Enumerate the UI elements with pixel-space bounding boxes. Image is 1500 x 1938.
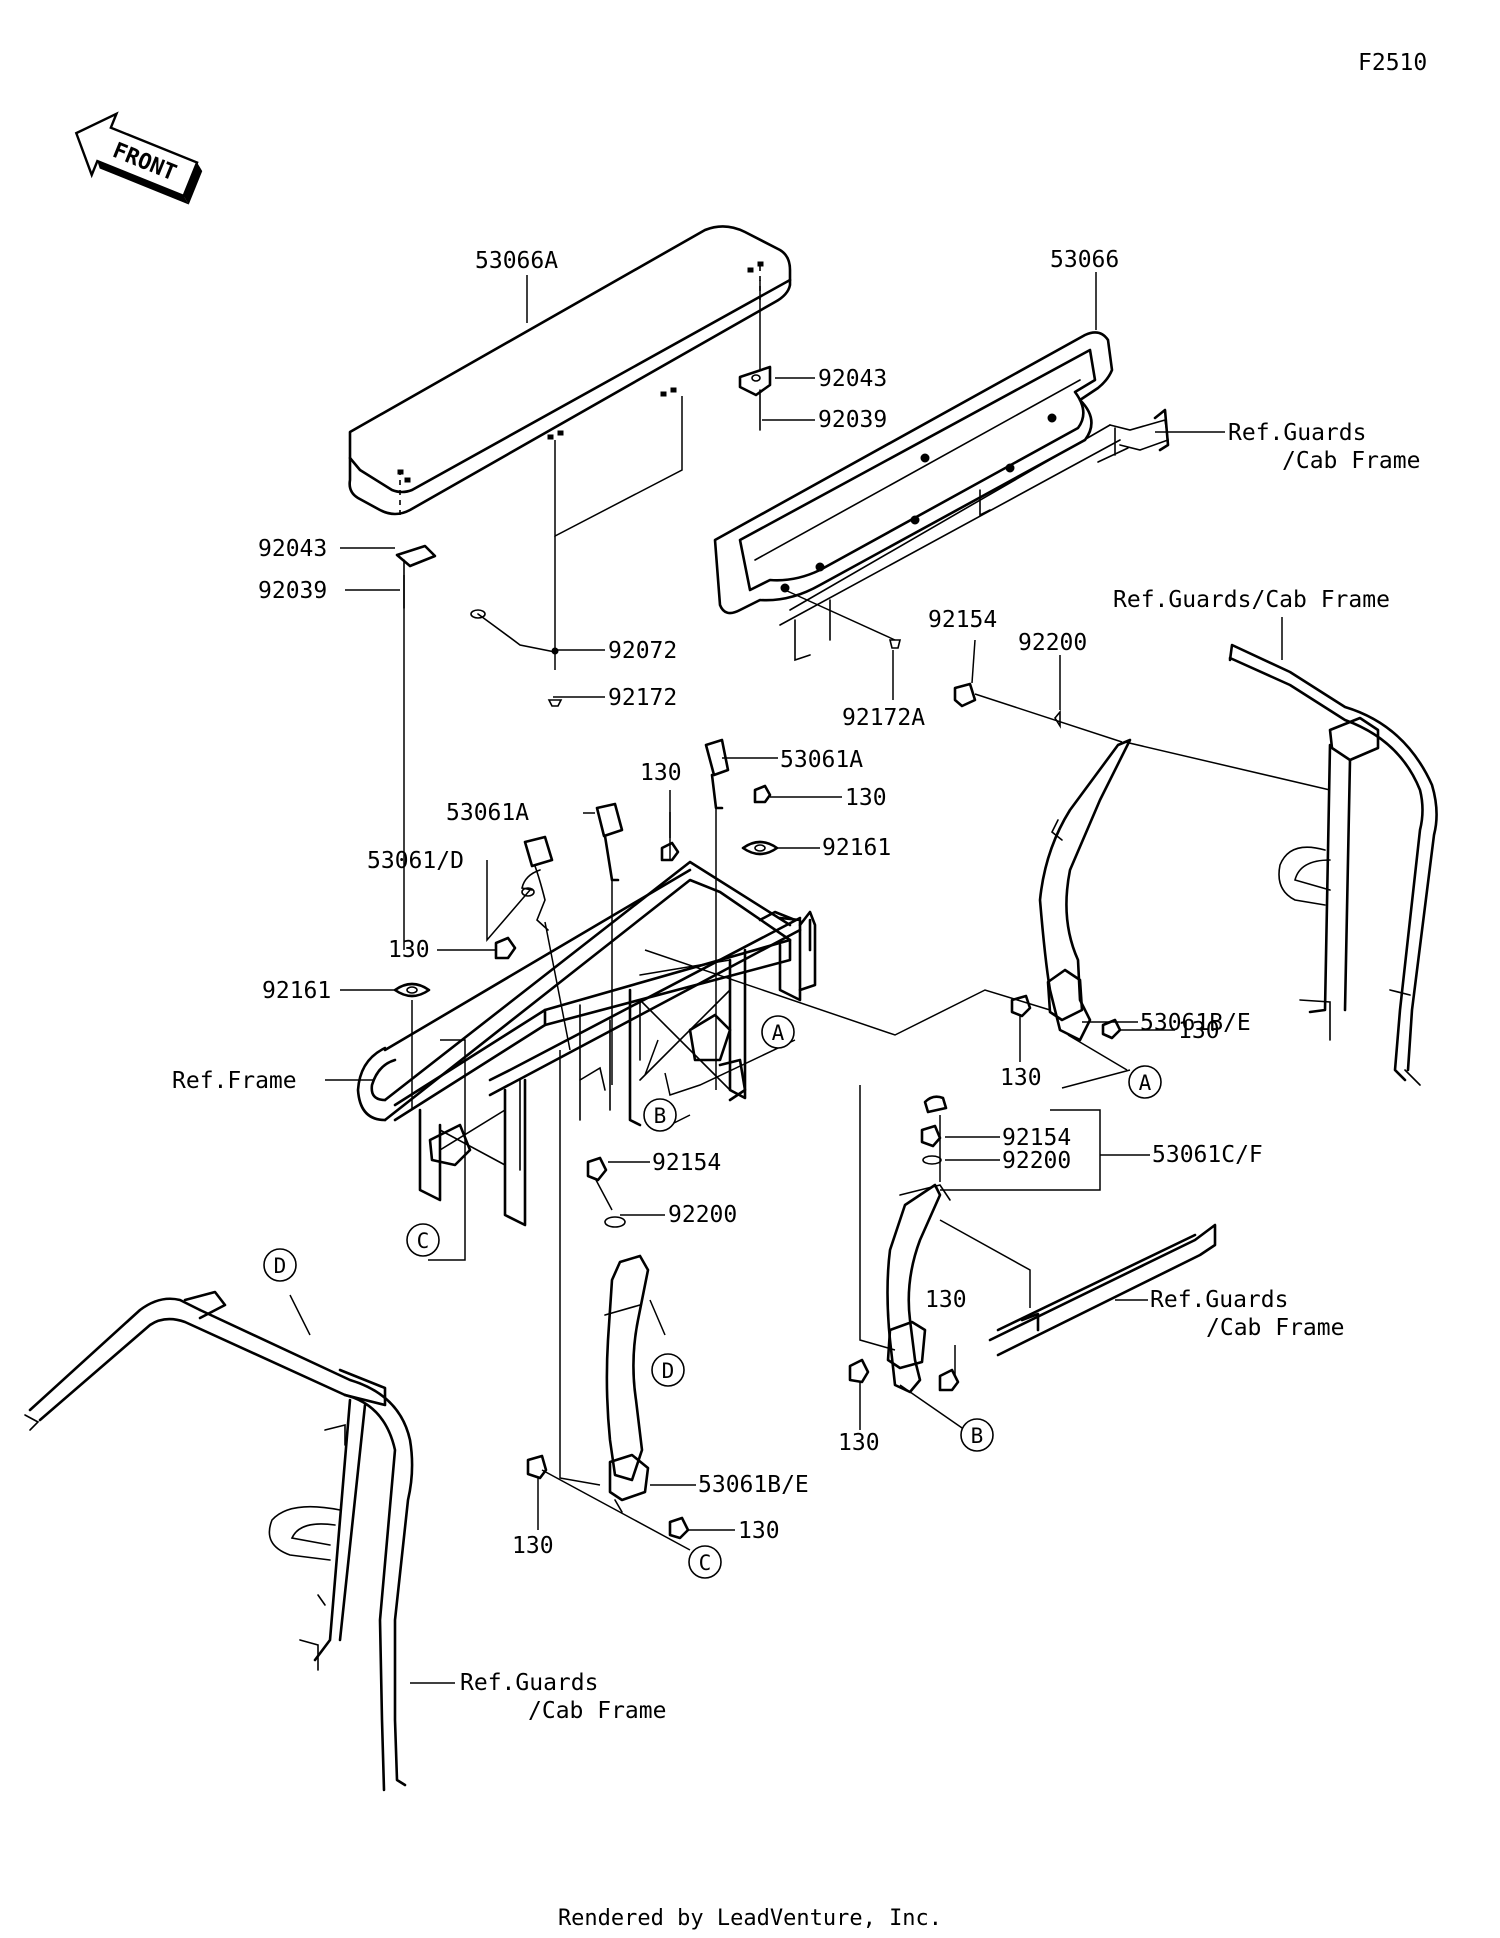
label-92154-low: 92154 <box>652 1150 721 1176</box>
label-53061d: 53061/D <box>367 848 464 874</box>
main-frame <box>356 860 817 1227</box>
label-92161-left: 92161 <box>262 978 331 1004</box>
label-130-belt-right-a: 130 <box>1000 1065 1042 1091</box>
label-53061a-left: 53061A <box>446 800 529 826</box>
seat-belt-53061be-right <box>1038 738 1132 1042</box>
footer-credit: Rendered by LeadVenture, Inc. <box>558 1906 942 1931</box>
callout-c-left: C <box>406 1223 440 1257</box>
label-92039-left: 92039 <box>258 578 327 604</box>
label-130-belt-right-b: 130 <box>1178 1018 1220 1044</box>
figure-code: F2510 <box>1358 50 1427 76</box>
ref-guards-top-right-2: /Cab Frame <box>1282 448 1420 474</box>
ref-guards-center-2: /Cab Frame <box>1206 1315 1344 1341</box>
ref-frame: Ref.Frame <box>172 1068 297 1094</box>
guard-frame-top-right <box>1228 643 1438 1086</box>
buckle-53061a-top <box>704 738 730 810</box>
label-92172a: 92172A <box>842 705 925 731</box>
ref-guards-bottom-2: /Cab Frame <box>528 1698 666 1724</box>
label-92039-top: 92039 <box>818 407 887 433</box>
bolt-130-low <box>526 1454 690 1540</box>
label-53061be-right: 53061B/E <box>1140 1010 1251 1036</box>
svg-text:B: B <box>654 1104 667 1128</box>
callout-b-lower: B <box>960 1418 994 1452</box>
callout-c-lower: C <box>688 1545 722 1579</box>
callout-d-left: D <box>263 1248 297 1282</box>
label-92072: 92072 <box>608 638 677 664</box>
label-130-center-b: 130 <box>925 1287 967 1313</box>
svg-text:D: D <box>274 1254 287 1278</box>
ref-guards-right: Ref.Guards/Cab Frame <box>1113 587 1390 613</box>
label-130-top-right: 130 <box>845 785 887 811</box>
cap-92161-right <box>741 840 779 856</box>
buckle-53061a-left <box>595 802 624 882</box>
ref-guards-bottom-1: Ref.Guards <box>460 1670 598 1696</box>
label-130-low-b: 130 <box>738 1518 780 1544</box>
callout-a-upper: A <box>761 1015 795 1049</box>
seat-back-53066 <box>713 331 1170 662</box>
label-92154-top: 92154 <box>928 607 997 633</box>
bolt-92154-mid <box>920 1095 948 1165</box>
label-92154-mid: 92154 <box>1002 1125 1071 1151</box>
svg-text:D: D <box>662 1359 675 1383</box>
label-53061be-low: 53061B/E <box>698 1472 809 1498</box>
label-130-low-a: 130 <box>512 1533 554 1559</box>
label-53061cf: 53061C/F <box>1152 1142 1263 1168</box>
seat-belt-53061be-low <box>604 1254 650 1513</box>
seat-cushion-53066a <box>348 225 792 520</box>
guard-frame-bottom-left <box>24 1290 414 1792</box>
label-53066: 53066 <box>1050 247 1119 273</box>
cap-92161-left <box>393 982 431 998</box>
label-92200-mid: 92200 <box>1002 1148 1071 1174</box>
ref-guards-top-right-1: Ref.Guards <box>1228 420 1366 446</box>
ref-guards-center-1: Ref.Guards <box>1150 1287 1288 1313</box>
bolt-92154-top <box>953 682 977 708</box>
label-92172: 92172 <box>608 685 677 711</box>
label-130-top-left: 130 <box>640 760 682 786</box>
buckle-53061d <box>521 835 554 931</box>
svg-text:A: A <box>772 1021 785 1045</box>
callout-a-right: A <box>1128 1065 1162 1099</box>
callout-b-upper: B <box>643 1098 677 1132</box>
guard-rail-center <box>988 1223 1217 1357</box>
bolt-130-belt-right <box>1010 994 1122 1040</box>
label-92043-top: 92043 <box>818 366 887 392</box>
svg-text:B: B <box>971 1424 984 1448</box>
callout-d-belt: D <box>651 1353 685 1387</box>
label-92200-low: 92200 <box>668 1202 737 1228</box>
bolt-130-center <box>848 1358 960 1392</box>
svg-text:A: A <box>1139 1071 1152 1095</box>
label-92161-right: 92161 <box>822 835 891 861</box>
seat-belt-53061cf <box>886 1183 951 1394</box>
label-130-center-a: 130 <box>838 1430 880 1456</box>
front-arrow-icon: FRONT <box>74 111 203 205</box>
label-130-left: 130 <box>388 937 430 963</box>
label-92200-top: 92200 <box>1018 630 1087 656</box>
svg-text:C: C <box>417 1229 430 1253</box>
bolt-130-left <box>494 936 517 960</box>
label-53066a: 53066A <box>475 248 558 274</box>
label-53061a-top: 53061A <box>780 747 863 773</box>
bolt-92154-low <box>586 1156 626 1228</box>
label-92043-left: 92043 <box>258 536 327 562</box>
svg-text:C: C <box>699 1551 712 1575</box>
